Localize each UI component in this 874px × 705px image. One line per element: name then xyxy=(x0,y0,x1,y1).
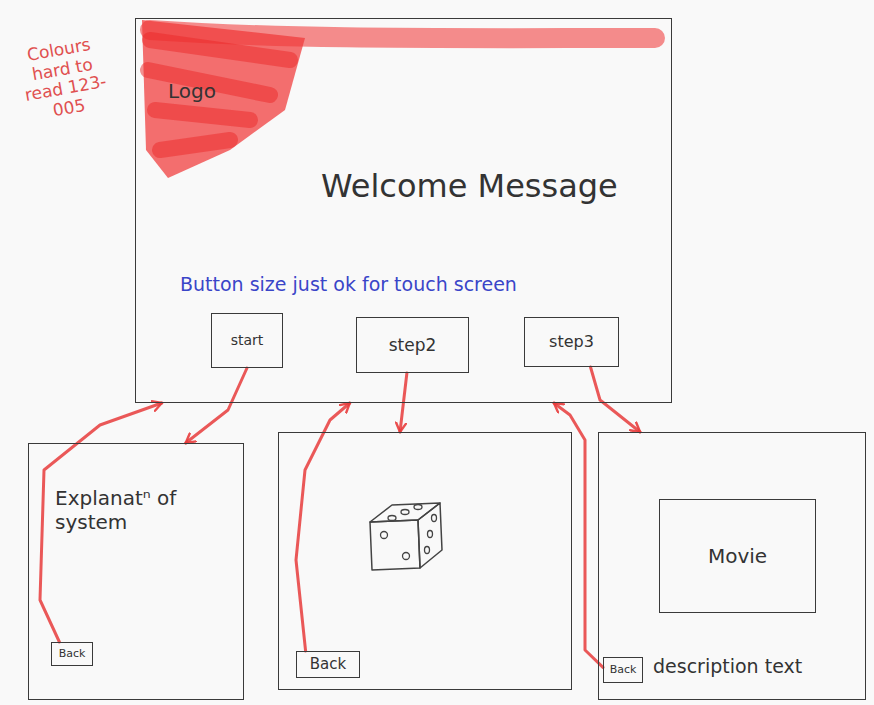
button-label: Back xyxy=(59,648,86,660)
button-label: step3 xyxy=(549,333,594,351)
back-button: Back xyxy=(296,651,360,678)
screen-frame: Back xyxy=(278,432,572,690)
dice-dot xyxy=(414,505,422,510)
review-note: Button size just ok for touch screen xyxy=(180,274,517,296)
dice-dot xyxy=(428,531,433,538)
nav-button: step3 xyxy=(524,317,619,367)
review-note: Colours hard to read 123-005 xyxy=(16,33,112,125)
button-label: step2 xyxy=(389,336,437,355)
button-label: Back xyxy=(610,664,637,676)
navigation-arrow xyxy=(296,403,350,651)
explanation-text: Explanatⁿ of system xyxy=(55,486,225,534)
welcome-message: Welcome Message xyxy=(321,167,618,205)
dice-dot xyxy=(388,516,396,521)
dice-dot xyxy=(425,547,430,554)
screen-frame: Explanatⁿ of systemBack xyxy=(28,443,244,700)
highlight-blob xyxy=(142,20,305,178)
logo-text: Logo xyxy=(168,79,216,103)
button-label: start xyxy=(231,333,264,348)
dice-dot xyxy=(381,532,388,539)
navigation-arrow xyxy=(554,403,603,667)
dice-top xyxy=(370,503,440,522)
screen-frame: LogoWelcome Message start step2 step3 xyxy=(135,18,672,403)
dice-dot xyxy=(432,515,437,522)
highlight-stroke xyxy=(148,40,290,150)
button-label: Movie xyxy=(708,545,767,567)
back-button: Back xyxy=(603,657,643,683)
dice-dot xyxy=(401,510,409,515)
dice-dot xyxy=(403,553,410,560)
dice-side xyxy=(418,503,442,568)
movie-placeholder: Movie xyxy=(659,499,816,613)
dice-front xyxy=(370,520,420,570)
back-button: Back xyxy=(51,642,93,666)
navigation-arrow xyxy=(591,367,641,432)
nav-button: start xyxy=(211,313,283,368)
navigation-arrow xyxy=(186,368,247,443)
description-text: description text xyxy=(653,655,802,678)
nav-button: step2 xyxy=(356,317,469,373)
screen-frame: description text MovieBack xyxy=(598,432,866,700)
button-label: Back xyxy=(310,656,346,673)
